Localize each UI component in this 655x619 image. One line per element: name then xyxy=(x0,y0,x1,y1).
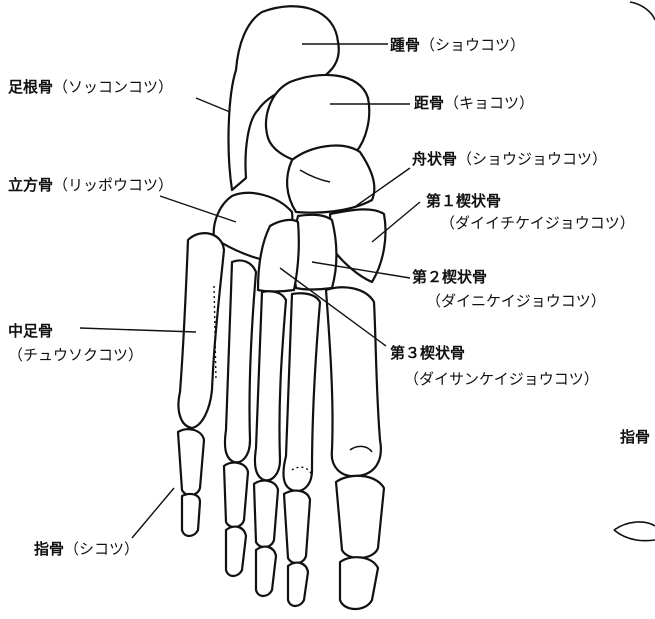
label-talus: 距骨（キョコツ） xyxy=(414,94,534,112)
label-cuneiform3: 第３楔状骨 （ダイサンケイジョウコツ） xyxy=(390,344,599,388)
calcaneus-reading: （ショウコツ） xyxy=(420,36,526,54)
metatarsal-2-bone xyxy=(282,292,322,493)
tarsal-reading: （ソッコンコツ） xyxy=(53,78,174,96)
label-cuboid: 立方骨（リッポウコツ） xyxy=(8,176,173,194)
label-metatarsal: 中足骨 （チュウソクコツ） xyxy=(8,322,143,364)
metatarsal-5-bone xyxy=(177,232,226,430)
metatarsal-detail xyxy=(213,285,217,381)
talus-reading: （キョコツ） xyxy=(444,94,535,112)
phalanx-4-distal xyxy=(224,525,248,578)
phalanx-1-proximal xyxy=(334,474,386,560)
label-cuneiform1: 第１楔状骨 （ダイイチケイジョウコツ） xyxy=(426,192,635,232)
label-cuneiform2: 第２楔状骨 （ダイニケイジョウコツ） xyxy=(412,268,606,310)
leader-cuboid xyxy=(159,195,237,223)
partial-figure-top xyxy=(629,1,655,21)
metatarsal-4-bone xyxy=(223,259,258,464)
cuneiform1-name: 第１楔状骨 xyxy=(426,192,502,210)
cuneiform2-reading: （ダイニケイジョウコツ） xyxy=(426,292,606,310)
phalanges-right-name: 指骨 xyxy=(620,428,651,446)
phalanx-5-proximal xyxy=(176,428,206,497)
navicular-reading: （ショウジョウコツ） xyxy=(457,150,608,168)
cuboid-reading: （リッポウコツ） xyxy=(53,176,174,194)
talus-name: 距骨 xyxy=(414,94,445,112)
cuneiform3-name: 第３楔状骨 xyxy=(390,344,466,362)
label-tarsal: 足根骨（ソッコンコツ） xyxy=(8,78,173,96)
navicular-bone xyxy=(286,144,376,214)
label-calcaneus: 踵骨（ショウコツ） xyxy=(390,36,525,54)
tarsal-name: 足根骨 xyxy=(8,78,54,96)
metatarsal-3-bone xyxy=(253,290,288,482)
navicular-name: 舟状骨 xyxy=(412,150,458,168)
phalanx-3-distal xyxy=(254,545,278,598)
cuneiform3-reading: （ダイサンケイジョウコツ） xyxy=(404,370,599,388)
navicular-detail xyxy=(299,169,331,183)
label-phalanges-right: 指骨 xyxy=(620,428,650,446)
leader-cuneiform3 xyxy=(279,267,387,347)
phalanx-2-distal xyxy=(286,561,310,608)
metatarsal-name: 中足骨 xyxy=(8,322,54,340)
leader-cuneiform1 xyxy=(371,201,421,243)
partial-figure-bottom xyxy=(613,521,655,542)
joint-detail-2 xyxy=(349,445,373,453)
phalanges-reading: （シコツ） xyxy=(64,540,140,558)
metatarsal-reading: （チュウソクコツ） xyxy=(8,346,144,364)
label-navicular: 舟状骨（ショウジョウコツ） xyxy=(412,150,607,168)
calcaneus-name: 踵骨 xyxy=(390,36,421,54)
leader-navicular xyxy=(355,167,411,207)
leader-metatarsal xyxy=(79,327,197,333)
cuneiform1-reading: （ダイイチケイジョウコツ） xyxy=(440,214,635,232)
phalanges-name: 指骨 xyxy=(34,540,65,558)
phalanx-5-distal xyxy=(180,492,202,538)
leader-phalanges xyxy=(131,487,175,539)
label-phalanges: 指骨（シコツ） xyxy=(34,540,139,558)
leader-cuneiform2 xyxy=(311,261,411,279)
cuneiform2-name: 第２楔状骨 xyxy=(412,268,488,286)
phalanx-3-proximal xyxy=(252,479,280,549)
calcaneus-bone xyxy=(227,5,340,192)
phalanx-2-proximal xyxy=(282,489,312,565)
metatarsal-1-bone xyxy=(324,286,382,478)
cuneiform-1-bone xyxy=(328,208,387,284)
phalanx-1-distal xyxy=(338,556,380,611)
leader-tarsal xyxy=(195,97,231,113)
cuboid-name: 立方骨 xyxy=(8,176,54,194)
phalanx-4-proximal xyxy=(222,461,250,529)
